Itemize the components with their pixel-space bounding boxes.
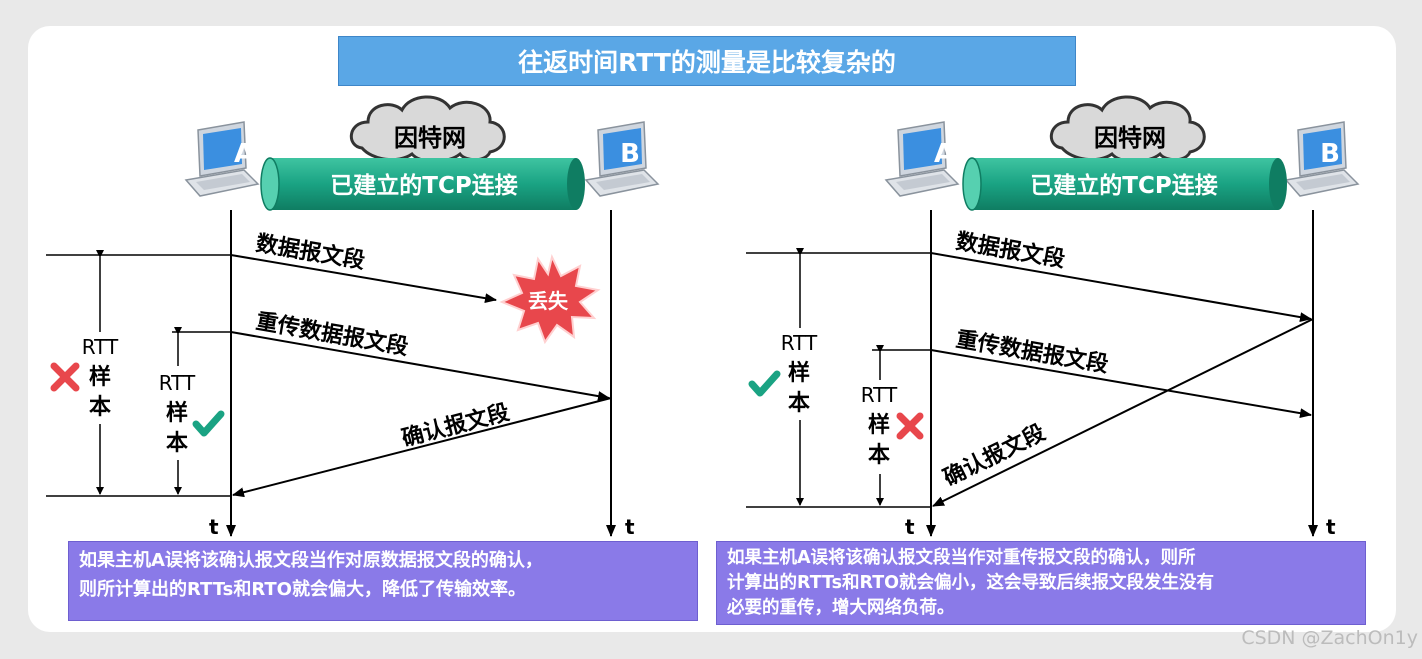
- note-line: 如果主机A误将该确认报文段当作对原数据报文段的确认，: [79, 550, 543, 571]
- rtt-label: RTT: [159, 371, 196, 395]
- internet-label: 因特网: [394, 124, 466, 152]
- host-a-label: A: [234, 139, 254, 169]
- left-diagram: 因特网 A B 已建立的TCP连接 t t: [46, 95, 659, 539]
- tcp-connection-tube: [260, 157, 585, 211]
- ack-segment-label: 确认报文段: [399, 399, 512, 452]
- cross-icon: [896, 412, 924, 440]
- rtt-label: 样: [868, 412, 890, 438]
- rtt-label: 本: [788, 391, 810, 416]
- right-diagram: 因特网 A B 已建立的TCP连接 t t RTT 样 本: [746, 95, 1359, 539]
- data-segment-arrow: [930, 252, 1312, 323]
- host-b-label: B: [620, 139, 640, 169]
- burst-icon: [499, 253, 601, 345]
- rtt-label: RTT: [781, 331, 818, 355]
- note-line: 如果主机A误将该确认报文段当作对重传报文段的确认，则所: [727, 548, 1196, 568]
- note-line: 必要的重传，增大网络负荷。: [727, 598, 955, 618]
- ack-segment-arrow: [932, 318, 1314, 507]
- rtt-label: 本: [89, 395, 111, 420]
- lost-label: 丢失: [528, 289, 569, 313]
- time-axis-label: t: [209, 515, 219, 539]
- retransmit-segment-arrow: [230, 331, 610, 402]
- internet-label: 因特网: [1094, 124, 1166, 152]
- watermark: CSDN @ZachOn1y: [1241, 627, 1418, 649]
- retransmit-segment-label: 重传数据报文段: [954, 326, 1110, 378]
- rtt-label: 样: [166, 400, 188, 426]
- data-segment-arrow: [230, 254, 497, 304]
- explanation-note-right: 如果主机A误将该确认报文段当作对重传报文段的确认，则所 计算出的RTTs和RTO…: [716, 541, 1366, 625]
- rtt-label: 本: [868, 443, 890, 468]
- ack-segment-arrow: [232, 397, 612, 498]
- time-axis-label: t: [905, 515, 915, 539]
- time-axis-label: t: [625, 515, 635, 539]
- explanation-note-left: 如果主机A误将该确认报文段当作对原数据报文段的确认， 则所计算出的RTTs和RT…: [68, 541, 698, 621]
- cross-icon: [50, 362, 80, 392]
- check-icon: [748, 370, 781, 397]
- tcp-connection-tube: [962, 157, 1287, 211]
- connection-label: 已建立的TCP连接: [330, 172, 517, 199]
- time-axis-label: t: [1326, 515, 1336, 539]
- check-icon: [192, 410, 225, 437]
- rtt-label: 样: [89, 364, 111, 390]
- ack-segment-label: 确认报文段: [939, 419, 1049, 491]
- rtt-label: RTT: [82, 335, 119, 359]
- note-line: 计算出的RTTs和RTO就会偏小，这会导致后续报文段发生没有: [727, 573, 1215, 593]
- connection-label: 已建立的TCP连接: [1030, 172, 1217, 199]
- rtt-label: 样: [788, 360, 810, 386]
- note-line: 则所计算出的RTTs和RTO就会偏大，降低了传输效率。: [79, 579, 526, 600]
- host-a-label: A: [934, 139, 954, 169]
- retransmit-segment-label: 重传数据报文段: [254, 308, 410, 360]
- retransmit-segment-arrow: [930, 349, 1312, 419]
- slide-title: 往返时间RTT的测量是比较复杂的: [338, 36, 1076, 86]
- host-b-label: B: [1320, 139, 1340, 169]
- rtt-label: 本: [166, 431, 188, 456]
- rtt-label: RTT: [861, 383, 898, 407]
